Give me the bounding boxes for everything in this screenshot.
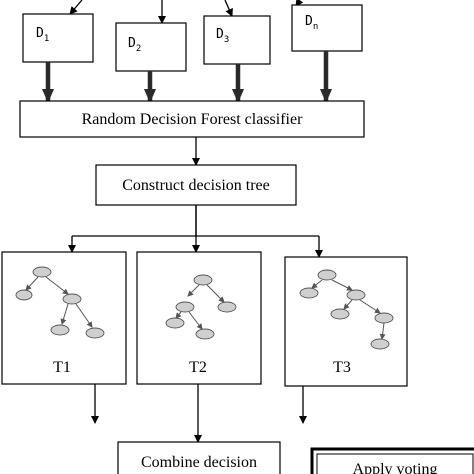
tree-label-t1: T1 — [53, 359, 71, 376]
dataset-letter: D — [216, 27, 224, 42]
classifier-box: Random Decision Forest classifier — [19, 100, 365, 138]
tree-box-t1: T1 — [1, 251, 127, 385]
tree-label-t2: T2 — [189, 359, 207, 376]
tree-icon — [15, 266, 105, 339]
construct-box: Construct decision tree — [95, 164, 297, 206]
svg-text:D2: D2 — [128, 36, 141, 54]
input-arrow-1 — [69, 0, 83, 15]
dataset-box-d1: D1 — [22, 13, 94, 63]
voting-box: Apply voting — [310, 447, 474, 474]
dataset-box-d3: D3 — [203, 15, 271, 65]
dataset-letter: D — [128, 36, 136, 51]
combine-label: Combine decision — [141, 454, 257, 471]
voting-label: Apply voting — [353, 461, 438, 474]
tree-box-t3: T3 — [284, 256, 408, 387]
dataset-letter: D — [36, 26, 44, 41]
tree-icon — [165, 274, 237, 340]
input-arrow-3 — [224, 0, 233, 17]
svg-text:Dn: Dn — [305, 14, 318, 32]
tree-icon — [299, 269, 394, 350]
dataset-box-d2: D2 — [115, 22, 187, 72]
dataset-subscript: 2 — [136, 44, 141, 54]
dataset-subscript: 3 — [224, 35, 229, 45]
dataset-subscript: 1 — [44, 34, 49, 44]
dataset-letter: D — [305, 14, 313, 29]
construct-label: Construct decision tree — [122, 177, 270, 194]
classifier-label: Random Decision Forest classifier — [82, 111, 304, 128]
svg-text:D3: D3 — [216, 27, 229, 45]
combine-box: Combine decision — [117, 441, 281, 474]
tree-box-t2: T2 — [136, 251, 262, 385]
dataset-subscript: n — [313, 22, 318, 32]
tree-label-t3: T3 — [333, 359, 351, 376]
dataset-box-dn: Dn — [291, 4, 363, 52]
svg-text:D1: D1 — [36, 26, 49, 44]
